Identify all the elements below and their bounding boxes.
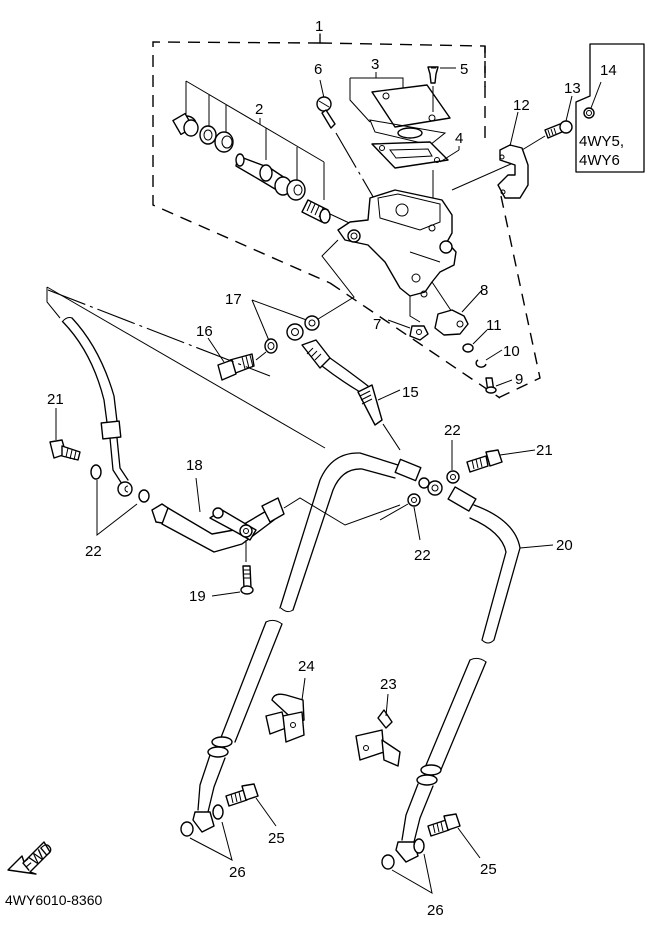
holder-and-bolt [497,43,645,199]
callout-12: 12 [513,97,530,114]
callout-16: 16 [196,323,213,340]
callout-10: 10 [503,343,520,360]
callout-25-right: 25 [480,861,497,878]
lower-right-hose [381,657,487,894]
callout-22-upper-right: 22 [444,422,461,439]
assembly-boundary [152,33,541,399]
hose-clamps [265,677,401,767]
callout-24: 24 [298,658,315,675]
main-brake-hose [279,452,554,644]
callout-2: 2 [255,101,263,118]
catalog-code: 4WY6010-8360 [5,892,103,908]
callout-17: 17 [225,291,242,308]
callout-14: 14 [600,62,617,79]
callout-13: 13 [564,80,581,97]
callout-5: 5 [460,61,468,78]
callout-23: 23 [380,676,397,693]
callout-26-right: 26 [427,902,444,919]
callout-22-left: 22 [85,543,102,560]
callout-18: 18 [186,457,203,474]
variant-note-line1: 4WY5, [579,133,624,150]
callout-25-left: 25 [268,830,285,847]
callout-11: 11 [486,317,502,334]
upper-hose-group [47,239,401,451]
washers-and-bolt-21-right [379,440,536,541]
callout-19: 19 [189,588,206,605]
callout-15: 15 [402,384,419,401]
callout-22-lower-right: 22 [414,547,431,564]
callout-labels: 1 2 3 4 5 6 7 8 9 10 11 12 13 14 15 16 1… [47,18,617,919]
bolts-25 [225,783,481,859]
variant-note-line2: 4WY6 [579,152,620,169]
bolt-21-left [49,408,138,537]
callout-7: 7 [373,316,381,333]
callout-4: 4 [455,130,463,147]
left-hose [46,286,326,503]
brake-pipe-joint [151,477,401,597]
callout-20: 20 [556,537,573,554]
reservoir-cap-group [349,66,460,210]
switch-and-small-parts [387,289,513,394]
fwd-label: FWD [19,840,56,875]
lower-left-hose [180,619,283,861]
callout-21-right: 21 [536,442,553,459]
callout-6: 6 [314,61,322,78]
callout-26-left: 26 [229,864,246,881]
master-cylinder-body [337,159,521,313]
callout-1: 1 [315,18,323,35]
callout-9: 9 [515,371,523,388]
callout-3: 3 [371,56,379,73]
piston-kit [172,80,361,229]
callout-21-left: 21 [47,391,64,408]
forward-direction-badge: FWD [7,840,57,875]
callout-8: 8 [480,282,488,299]
